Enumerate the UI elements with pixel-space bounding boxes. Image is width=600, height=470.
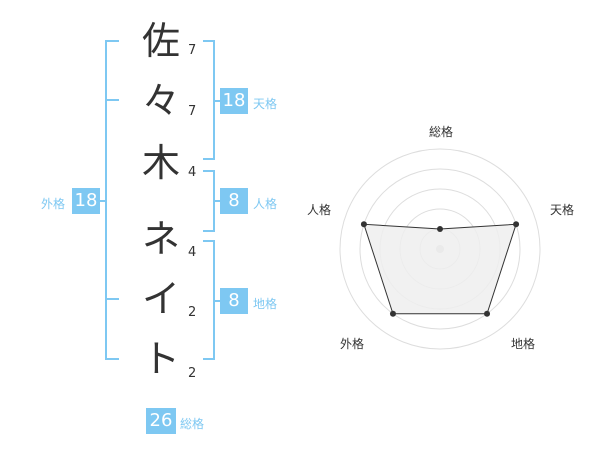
stroke-count-6: 2: [188, 366, 197, 381]
name-char-3: 木: [141, 141, 180, 185]
radar-point-2: [513, 221, 520, 228]
radar-point-3: [484, 310, 491, 317]
gaikaku-connector: [100, 200, 105, 202]
name-char-1: 佐: [141, 19, 180, 63]
stroke-count-5: 2: [188, 305, 197, 320]
jinkaku-badge: 8: [220, 188, 248, 214]
stroke-count-2: 7: [188, 104, 197, 119]
tenkaku-connector: [215, 100, 220, 102]
tenkaku-badge: 18: [220, 88, 248, 114]
radar-ring: [359, 168, 521, 330]
radar-point-5: [360, 221, 367, 228]
stroke-count-3: 4: [188, 165, 197, 180]
jinkaku-label: 人格: [253, 197, 278, 211]
gaikaku-tick-2: [105, 298, 119, 300]
radar-label-gaikaku: 外格: [340, 337, 365, 351]
soukaku-label: 総格: [180, 417, 205, 431]
radar-ring: [339, 148, 541, 350]
jinkaku-bracket: [203, 170, 215, 232]
radar-label-soukaku: 総格: [429, 125, 454, 139]
tenkaku-bracket: [203, 40, 215, 160]
chikaku-connector: [215, 300, 220, 302]
chikaku-badge: 8: [220, 288, 248, 314]
name-char-5: イ: [141, 277, 180, 321]
gaikaku-badge: 18: [72, 188, 100, 214]
jinkaku-connector: [215, 200, 220, 202]
chikaku-label: 地格: [253, 297, 278, 311]
name-char-4: ネ: [141, 217, 180, 261]
radar-label-jinkaku: 人格: [307, 203, 332, 217]
radar-point-1: [437, 226, 443, 232]
radar-polygon: [363, 223, 517, 315]
gaikaku-bracket: [105, 40, 119, 360]
stroke-count-1: 7: [188, 43, 197, 58]
gaikaku-tick-1: [105, 99, 119, 101]
radar-label-tenkaku: 天格: [550, 203, 575, 217]
name-char-6: ト: [141, 337, 180, 381]
radar-point-4: [389, 310, 396, 317]
gaikaku-label: 外格: [41, 197, 66, 211]
soukaku-badge: 26: [146, 408, 176, 434]
chikaku-bracket: [203, 240, 215, 360]
stroke-count-4: 4: [188, 245, 197, 260]
radar-label-chikaku: 地格: [511, 337, 536, 351]
name-char-2: 々: [141, 79, 180, 123]
tenkaku-label: 天格: [253, 97, 278, 111]
